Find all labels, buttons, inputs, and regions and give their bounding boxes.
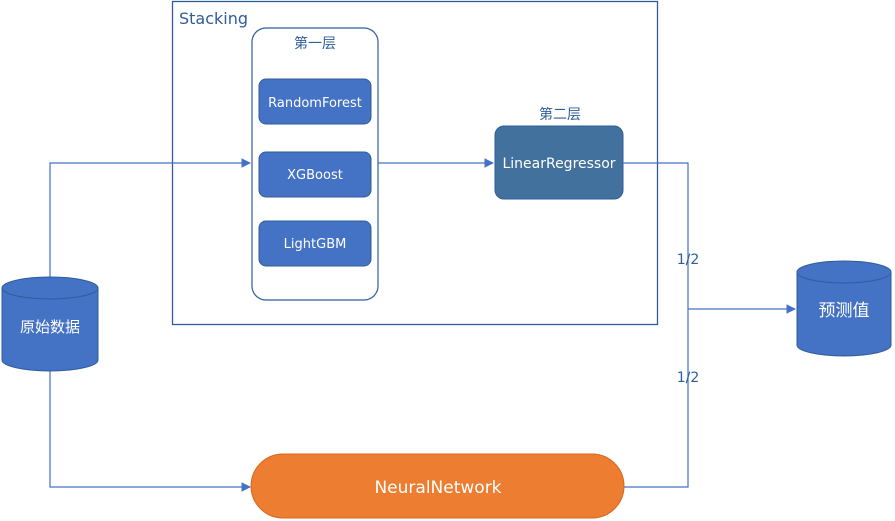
source-label: 原始数据 [20, 318, 80, 336]
weight-upper: 1/2 [677, 252, 700, 268]
stacking-title: Stacking [179, 9, 248, 28]
model-box-lightgbm [258, 220, 372, 267]
source-cylinder [1, 276, 99, 372]
neural-network-label: NeuralNetwork [374, 478, 501, 498]
arrow-source-to-neural [49, 366, 251, 492]
output-label: 预测值 [819, 301, 870, 321]
meta-model-label: LinearRegressor [502, 156, 615, 172]
arrow-source-to-layer1 [49, 158, 251, 282]
model-label-xgboost: XGBoost [287, 168, 343, 183]
layer1-label: 第一层 [294, 35, 336, 52]
model-label-randomforest: RandomForest [268, 96, 362, 111]
layer2-label: 第二层 [539, 106, 581, 123]
model-label-lightgbm: LightGBM [284, 237, 347, 252]
line-meta-to-merge [623, 162, 689, 488]
weight-lower: 1/2 [677, 370, 700, 386]
layer1-container [251, 27, 379, 301]
model-box-xgboost [258, 151, 372, 198]
output-cylinder [796, 260, 892, 357]
model-box-randomforest [258, 78, 372, 125]
neural-network-box [250, 453, 625, 519]
